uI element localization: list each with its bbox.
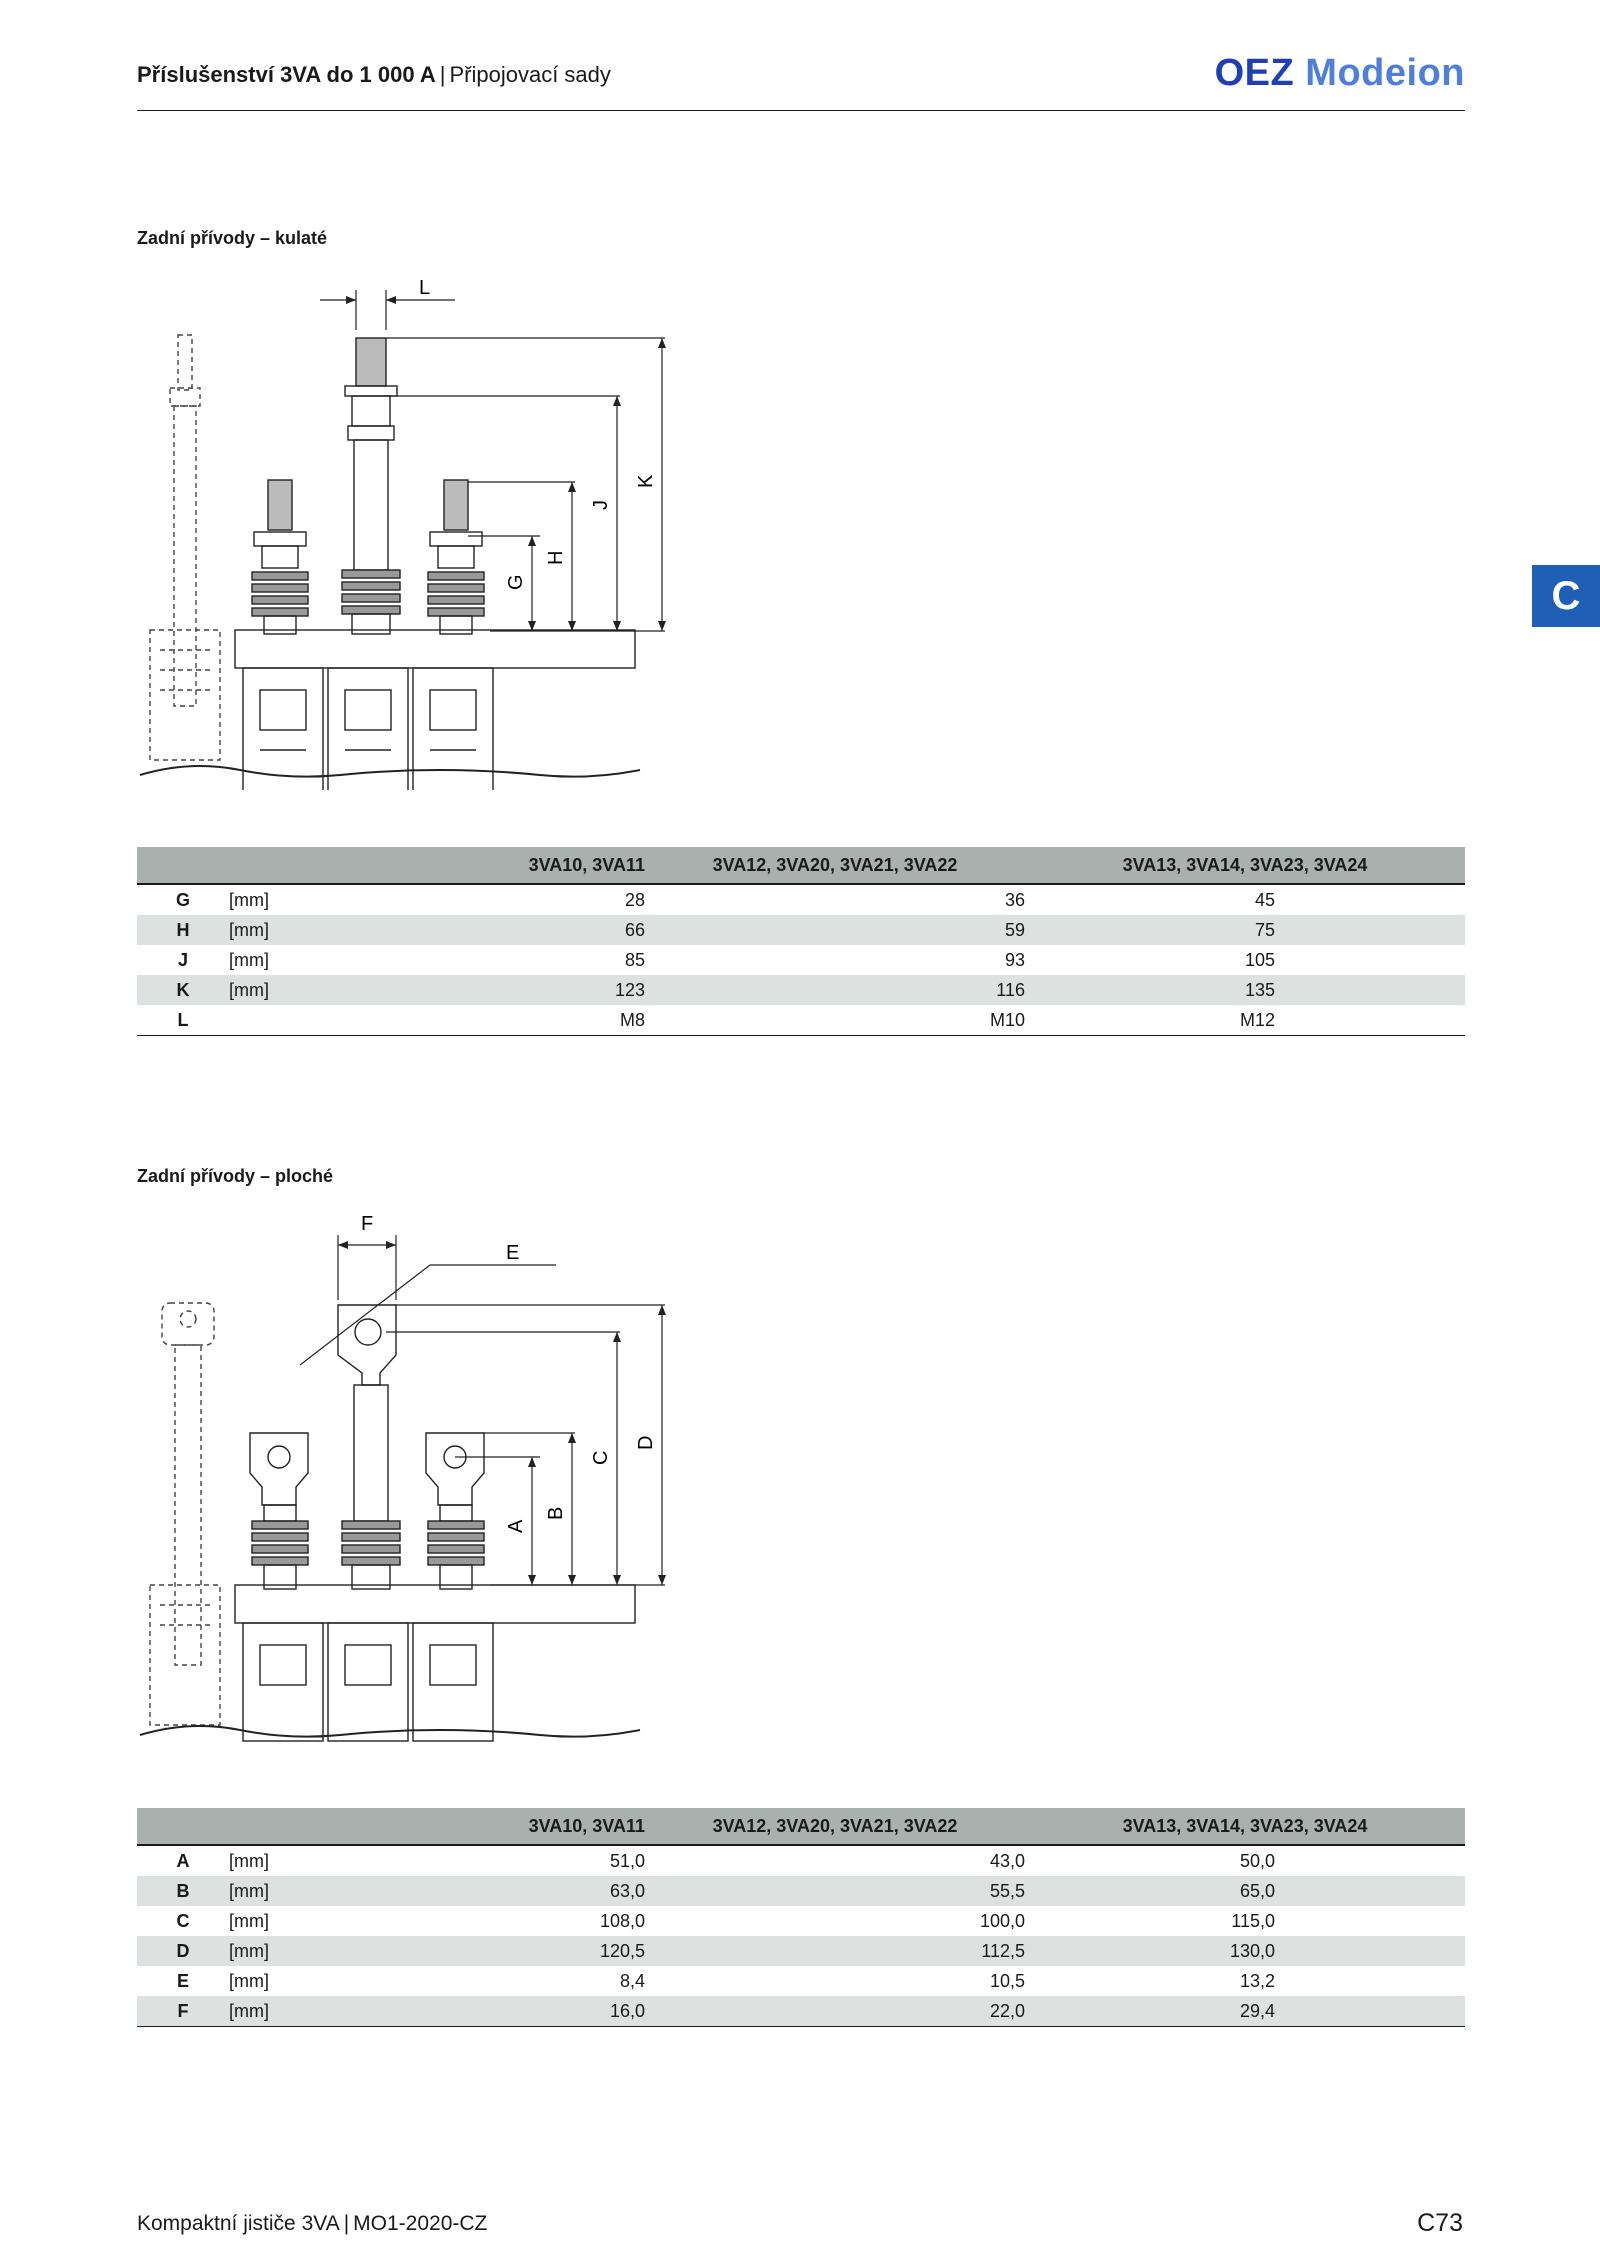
header-title-bold: Příslušenství 3VA do 1 000 A — [137, 62, 436, 87]
page-header: Příslušenství 3VA do 1 000 A|Připojovací… — [137, 52, 1465, 111]
column-header: 3VA13, 3VA14, 3VA23, 3VA24 — [1025, 847, 1465, 885]
table-row: G [mm] 28 36 45 — [175, 889, 1275, 910]
table-row: F [mm] 16,0 22,0 29,4 — [137, 1996, 1465, 2027]
column-header: 3VA13, 3VA14, 3VA23, 3VA24 — [1025, 1808, 1465, 1846]
table-header-row: 3VA10, 3VA11 3VA12, 3VA20, 3VA21, 3VA22 … — [137, 1808, 1465, 1846]
dim-label-E: E — [506, 1242, 519, 1264]
logo-modeion: Modeion — [1305, 52, 1465, 94]
column-header: 3VA12, 3VA20, 3VA21, 3VA22 — [645, 847, 1025, 885]
column-header: 3VA10, 3VA11 — [349, 847, 645, 885]
dim-label-J: J — [590, 500, 612, 510]
column-header: 3VA12, 3VA20, 3VA21, 3VA22 — [645, 1808, 1025, 1846]
dim-label-H: H — [545, 551, 567, 565]
table-row: K [mm] 123 116 135 — [137, 975, 1465, 1005]
table-row: B [mm] 63,0 55,5 65,0 — [137, 1876, 1465, 1906]
dim-label-D: D — [635, 1436, 657, 1450]
header-separator: | — [439, 62, 446, 87]
table-row: J [mm] 85 93 105 — [177, 949, 1275, 970]
round-terminals-drawing: L K J H G — [139, 277, 666, 790]
flat-terminals-drawing: F E D C B A — [139, 1213, 666, 1742]
footer-left: Kompaktní jističe 3VA|MO1-2020-CZ — [137, 2212, 487, 2236]
table-row: E [mm] 8,4 10,5 13,2 — [176, 1970, 1275, 1991]
table-row: D [mm] 120,5 112,5 130,0 — [137, 1936, 1465, 1966]
dim-label-B: B — [545, 1507, 567, 1520]
dim-label-C: C — [590, 1451, 612, 1465]
round-terminals-table: 3VA10, 3VA11 3VA12, 3VA20, 3VA21, 3VA22 … — [137, 847, 1465, 1036]
dim-label-L: L — [419, 277, 430, 299]
footer-separator: | — [343, 2212, 350, 2235]
section1-title: Zadní přívody – kulaté — [137, 228, 328, 248]
dim-label-G: G — [505, 574, 527, 590]
header-title: Příslušenství 3VA do 1 000 A|Připojovací… — [137, 62, 611, 88]
table-row: C [mm] 108,0 100,0 115,0 — [176, 1910, 1276, 1931]
header-title-regular: Připojovací sady — [449, 62, 611, 87]
footer-doc-title: Kompaktní jističe 3VA — [137, 2212, 340, 2235]
page-number: C73 — [1417, 2209, 1463, 2237]
logo-oez: OEZ — [1214, 52, 1295, 94]
oez-modeion-logo: OEZ Modeion — [1215, 52, 1465, 95]
table-row: A [mm] 51,0 43,0 50,0 — [176, 1850, 1276, 1871]
table-header-row: 3VA10, 3VA11 3VA12, 3VA20, 3VA21, 3VA22 … — [137, 847, 1465, 885]
section2-title: Zadní přívody – ploché — [137, 1166, 334, 1186]
column-header: 3VA10, 3VA11 — [349, 1808, 645, 1846]
dim-label-F: F — [361, 1213, 373, 1235]
chapter-tab: C — [1532, 565, 1600, 627]
footer-doc-code: MO1-2020-CZ — [353, 2212, 488, 2235]
table-row: H [mm] 66 59 75 — [137, 915, 1465, 945]
dim-label-A: A — [505, 1519, 527, 1533]
dim-label-K: K — [635, 474, 657, 488]
table-row: L M8 M10 M12 — [137, 1005, 1465, 1036]
flat-terminals-table: 3VA10, 3VA11 3VA12, 3VA20, 3VA21, 3VA22 … — [137, 1808, 1465, 2027]
